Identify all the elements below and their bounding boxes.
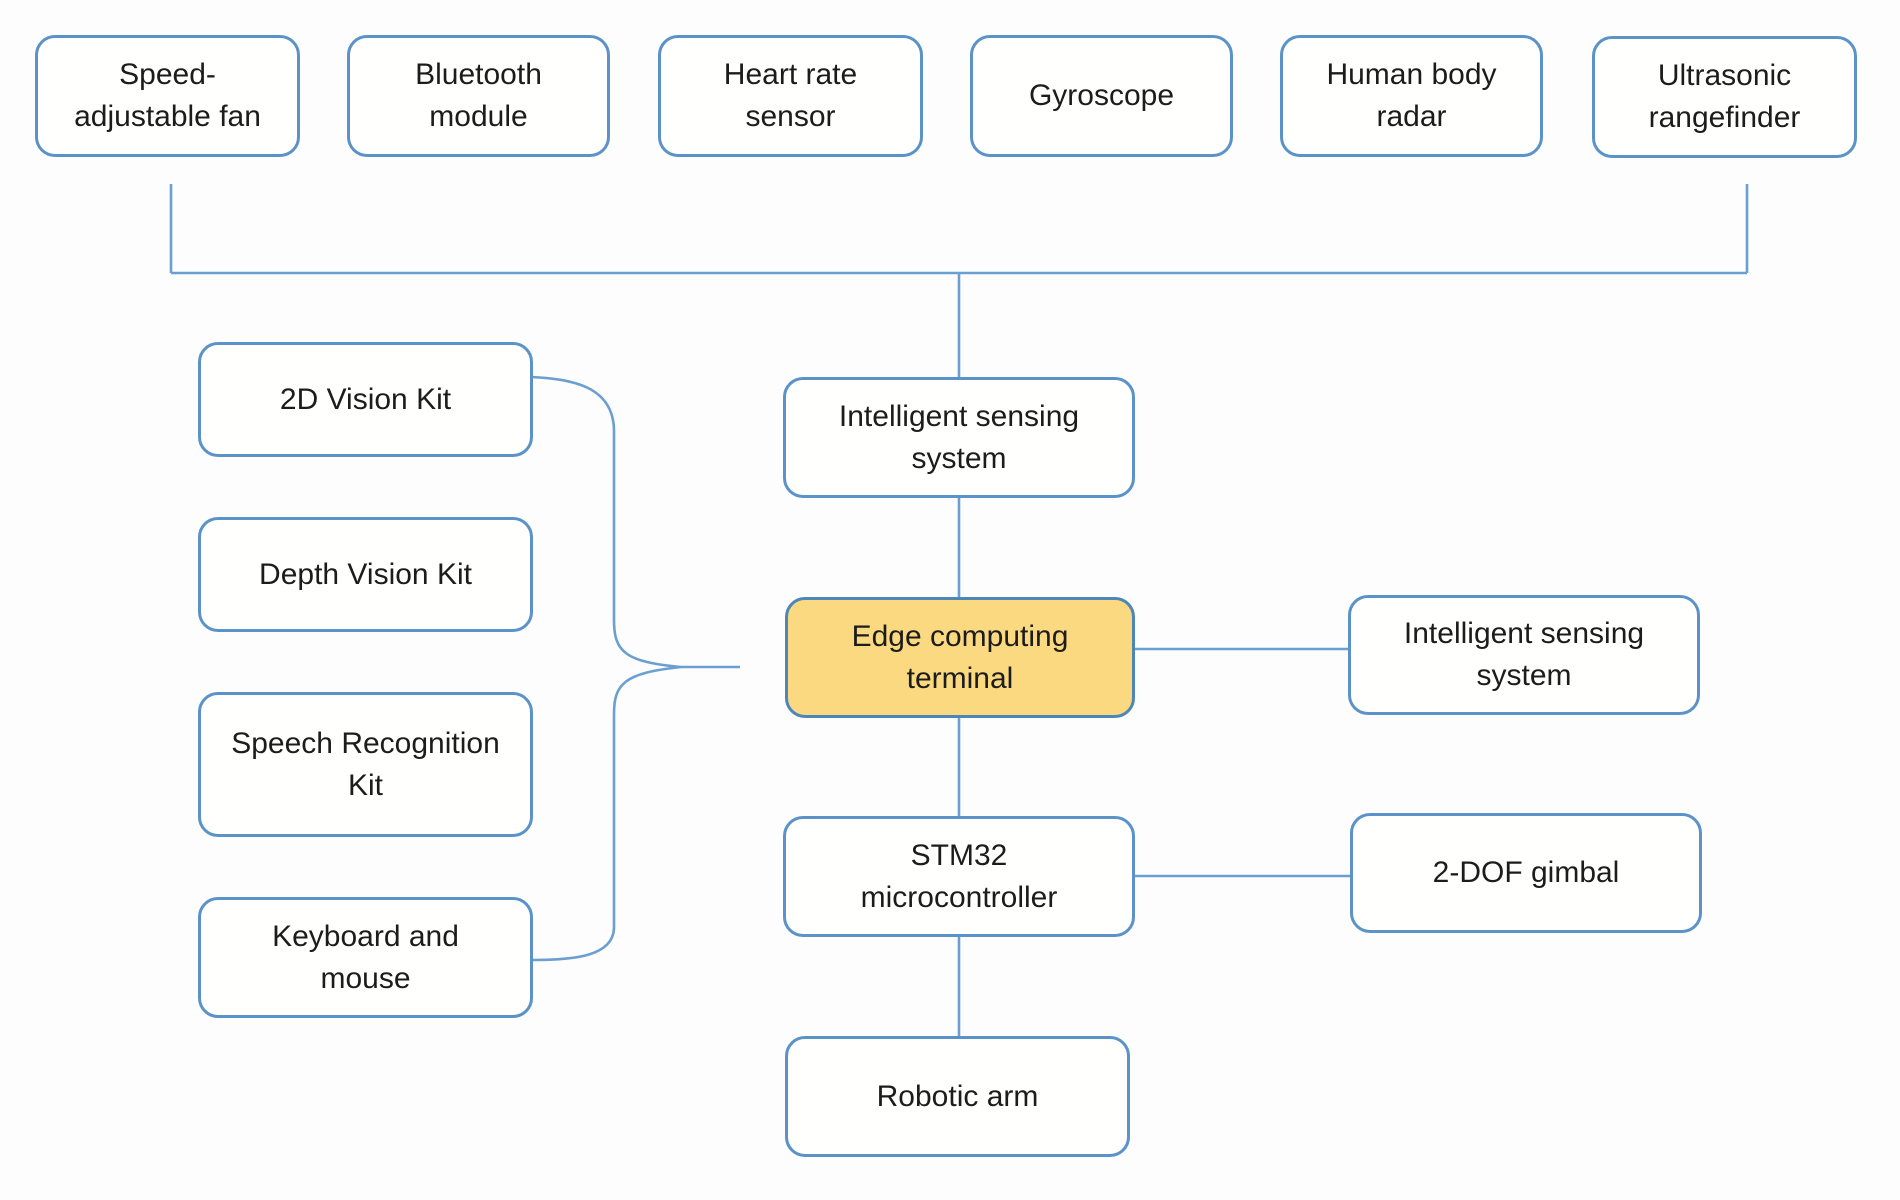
node-label: Human body radar — [1326, 58, 1497, 133]
node-gyroscope: Gyroscope — [970, 35, 1233, 157]
node-2-dof-gimbal: 2-DOF gimbal — [1350, 813, 1702, 933]
node-label: Bluetooth module — [415, 58, 542, 133]
node-label: Ultrasonic rangefinder — [1648, 59, 1801, 134]
node-human-body-radar: Human body radar — [1280, 35, 1543, 157]
node-ultrasonic-rangefinder: Ultrasonic rangefinder — [1592, 36, 1857, 158]
node-stm32-microcontroller: STM32 microcontroller — [783, 816, 1135, 937]
node-intelligent-sensing-system-right: Intelligent sensing system — [1348, 595, 1700, 715]
node-heart-rate-sensor: Heart rate sensor — [658, 35, 923, 157]
node-depth-vision-kit: Depth Vision Kit — [198, 517, 533, 632]
node-label: STM32 microcontroller — [860, 838, 1058, 914]
node-intelligent-sensing-system-top: Intelligent sensing system — [783, 377, 1135, 498]
node-robotic-arm: Robotic arm — [785, 1036, 1130, 1157]
node-speed-adjustable-fan: Speed- adjustable fan — [35, 35, 300, 157]
node-label: Speed- adjustable fan — [74, 58, 261, 133]
node-bluetooth-module: Bluetooth module — [347, 35, 610, 157]
node-label: Heart rate sensor — [723, 58, 858, 133]
node-2d-vision-kit: 2D Vision Kit — [198, 342, 533, 457]
node-label: Gyroscope — [1028, 79, 1175, 112]
node-edge-computing-terminal: Edge computing terminal — [785, 597, 1135, 718]
node-label: 2-DOF gimbal — [1432, 856, 1620, 889]
node-label: Speech Recognition Kit — [231, 726, 500, 802]
node-label: Edge computing terminal — [851, 619, 1069, 695]
node-label: Intelligent sensing system — [838, 399, 1080, 475]
node-label: Robotic arm — [876, 1079, 1039, 1113]
node-label: Depth Vision Kit — [259, 557, 472, 591]
node-label: 2D Vision Kit — [279, 382, 452, 416]
brace-left-group — [530, 375, 683, 962]
node-speech-recognition-kit: Speech Recognition Kit — [198, 692, 533, 837]
node-label: Intelligent sensing system — [1403, 617, 1645, 692]
node-label: Keyboard and mouse — [272, 919, 459, 995]
node-keyboard-and-mouse: Keyboard and mouse — [198, 897, 533, 1018]
